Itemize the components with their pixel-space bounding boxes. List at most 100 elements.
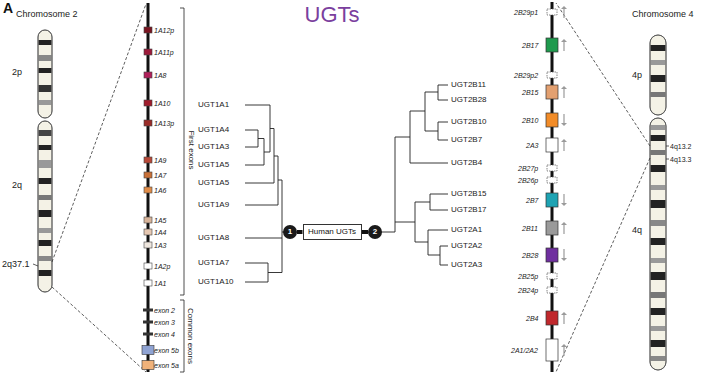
direction-arrow	[561, 312, 567, 315]
gene-label: 2B26p	[518, 177, 538, 184]
tree-leaf: UGT1A3	[198, 143, 229, 151]
tree-branch	[410, 111, 411, 163]
direction-arrow	[561, 86, 567, 89]
tree-branch	[245, 105, 270, 106]
chromosome-band	[651, 60, 666, 65]
exon-box	[143, 309, 153, 312]
pseudogene-box	[547, 273, 557, 279]
band-label: 4q13.3	[670, 156, 691, 163]
tree-branch	[438, 122, 448, 123]
chromosome-band	[39, 85, 52, 92]
direction-arrow	[563, 42, 564, 51]
branch-node: 1	[283, 225, 297, 239]
exon-label: 1A6	[154, 187, 166, 194]
tree-branch	[264, 152, 270, 153]
exon-box	[142, 361, 154, 370]
tree-branch	[438, 100, 448, 101]
exon-label: exon 5a	[154, 362, 179, 369]
chromosome-band	[651, 150, 666, 155]
gene-label: 2B11	[522, 225, 538, 232]
direction-arrow	[563, 9, 564, 18]
tree-branch	[245, 263, 268, 264]
node-label: 1	[288, 228, 292, 236]
tree-leaf: UGT2B10	[451, 118, 487, 126]
exon-label: 1A5	[154, 217, 166, 224]
tree-leaf: UGT2B15	[451, 190, 487, 198]
chromosome-outline	[38, 30, 52, 118]
zoom-line	[556, 3, 650, 146]
gene-label: 2B25p	[518, 273, 538, 280]
pseudogene-box	[547, 177, 557, 183]
tree-leaf: UGT2B17	[451, 206, 487, 214]
gene-box	[546, 193, 558, 207]
exon-label: exon 3	[154, 319, 175, 326]
direction-arrow	[563, 114, 564, 123]
tree-branch	[415, 202, 430, 203]
gene-label: 2A3	[526, 142, 538, 149]
tree-leaf: UGT2B28	[451, 96, 487, 104]
exon-box	[144, 280, 152, 286]
exon-box	[143, 333, 153, 336]
tree-branch	[282, 180, 283, 273]
chromosome-band	[39, 270, 52, 276]
branch-node: 2	[368, 225, 382, 239]
tree-leaf: UGT1A10	[198, 278, 234, 286]
chromosome-band	[651, 220, 666, 226]
tree-leaf: UGT2A3	[451, 261, 482, 269]
chromosome-band	[651, 125, 666, 130]
chromosome-band	[651, 165, 666, 172]
direction-arrow	[561, 222, 567, 225]
tree-branch	[395, 137, 410, 138]
direction-arrow	[563, 225, 564, 234]
pseudogene-box	[547, 165, 557, 171]
tree-branch	[440, 246, 441, 265]
tree-leaf: UGT2B11	[451, 81, 486, 89]
exon-label: 1A12p	[154, 27, 174, 34]
tree-branch	[245, 238, 282, 239]
pseudogene-box	[547, 287, 557, 293]
gene-box	[546, 85, 558, 99]
chromosome-band	[39, 68, 52, 73]
pseudogene-box	[547, 72, 557, 78]
chromosome-band	[651, 185, 666, 190]
chromosome-name: Chromosome 4	[632, 10, 694, 19]
gene-box	[546, 113, 558, 127]
tree-leaf: UGT1A4	[198, 126, 229, 134]
chromosome-band	[39, 100, 52, 105]
tree-branch	[274, 156, 278, 157]
gene-label: 2B29p1	[514, 9, 538, 16]
exon-label: exon 5b	[154, 347, 179, 354]
chromosome-band	[651, 45, 666, 51]
tree-branch	[438, 122, 439, 140]
bracket-label: First exons	[186, 130, 194, 169]
tree-leaf: UGT2B4	[451, 159, 482, 167]
tree-leaf: UGT1A5	[198, 161, 229, 169]
gene-box	[546, 248, 558, 262]
chromosome-band	[39, 240, 52, 246]
tree-branch	[438, 85, 439, 100]
direction-arrow	[561, 6, 567, 9]
exon-box	[144, 229, 152, 235]
exon-label: 1A1	[154, 280, 166, 287]
exon-box	[144, 49, 152, 55]
exon-label: 1A11p	[154, 49, 174, 56]
tree-leaf: UGT1A1	[198, 101, 229, 109]
tree-branch	[258, 138, 264, 139]
chromosome-band	[39, 195, 52, 200]
tree-leaf: UGT1A8	[198, 234, 229, 242]
tree-branch	[428, 230, 429, 255]
gene-label: 2B4	[526, 315, 538, 322]
tree-branch	[430, 194, 448, 195]
chromosome-arm-label: 2p	[12, 68, 22, 77]
chromosome-band	[651, 292, 666, 298]
tree-branch	[430, 210, 448, 211]
chromosome-band	[651, 326, 666, 331]
exon-box	[144, 217, 152, 223]
leader-line	[666, 159, 669, 160]
exon-label: 1A7	[154, 172, 166, 179]
zoom-line	[556, 158, 650, 372]
tree-branch	[425, 92, 438, 93]
leader-line	[666, 146, 669, 147]
chromosome-band	[39, 228, 52, 233]
